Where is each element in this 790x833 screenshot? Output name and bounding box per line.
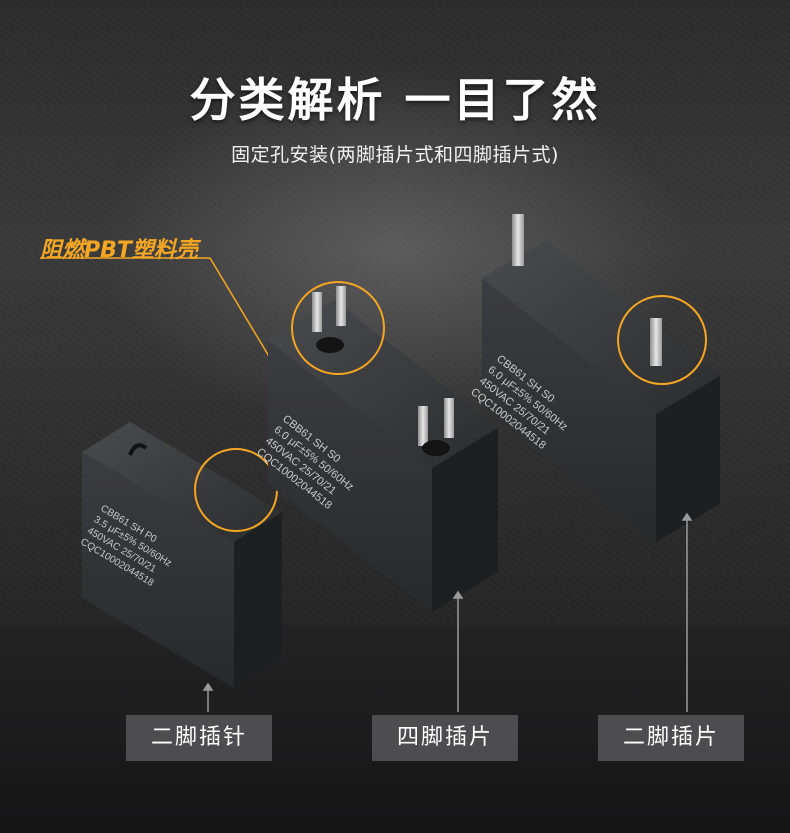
- pin-tab: [312, 292, 322, 332]
- pin-tab: [650, 318, 662, 366]
- page-subtitle: 固定孔安装(两脚插片式和四脚插片式): [231, 144, 559, 166]
- pin-tab: [418, 406, 428, 446]
- capacitor-four-pin-tab: CBB61 SH S0 6.0 μF±5% 50/60Hz 450VAC 25/…: [254, 281, 498, 612]
- label-pointers: [202, 512, 693, 712]
- page-title: 分类解析 一目了然: [189, 73, 601, 127]
- label-two-pin-tab: 二脚插片: [598, 715, 744, 761]
- callout-pointer: [40, 257, 292, 388]
- capacitor-two-pin-tab: CBB61 SH S0 6.0 μF±5% 50/60Hz 450VAC 25/…: [468, 214, 720, 542]
- highlight-circle: [617, 295, 707, 385]
- highlight-circle: [291, 281, 385, 375]
- pin-tab: [512, 214, 524, 266]
- label-two-pin-needle: 二脚插针: [126, 715, 272, 761]
- callout-label: 阻燃PBT塑料壳: [40, 238, 198, 263]
- capacitor-two-pin-needle: CBB61 SH P0 3.5 μF±5% 50/60Hz 450VAC 25/…: [78, 322, 282, 688]
- label-four-pin-tab: 四脚插片: [372, 715, 518, 761]
- pin-tab: [336, 286, 346, 326]
- pin-tab: [444, 398, 454, 438]
